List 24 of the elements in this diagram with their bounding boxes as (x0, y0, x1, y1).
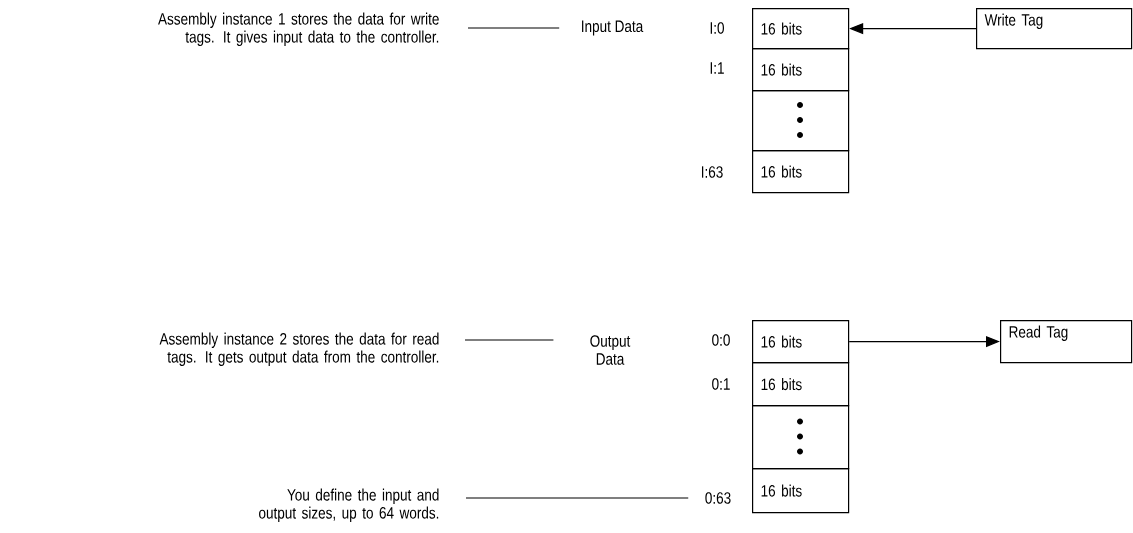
data-cell: 16 bits (752, 150, 850, 194)
ellipsis-cell (752, 405, 850, 470)
data-cell: 16 bits (752, 320, 850, 364)
tag-box: Read Tag (1000, 320, 1133, 364)
data-cell: 16 bits (752, 468, 850, 514)
data-cell: 16 bits (752, 362, 850, 407)
note-text: You define the input and output sizes, up to 64 words. (259, 488, 439, 522)
data-cell: 16 bits (752, 8, 850, 50)
address-label: I:0 (710, 22, 724, 34)
address-label: 0:63 (705, 492, 731, 504)
address-label: I:63 (701, 166, 723, 178)
leader-line (465, 497, 689, 499)
address-label: I:1 (710, 62, 724, 74)
tag-box: Write Tag (976, 8, 1133, 50)
leader-line (467, 27, 560, 29)
data-label: Input Data (582, 20, 644, 36)
leader-line (464, 339, 554, 341)
note-text: Assembly instance 1 stores the data for write tags. It gives input data to the controller. (158, 12, 439, 46)
data-label: Output Data (590, 335, 631, 365)
address-label: 0:0 (712, 334, 730, 346)
note-text: Assembly instance 2 stores the data for read tags. It gets output data from the controller. (159, 332, 439, 366)
data-cell: 16 bits (752, 48, 850, 92)
ellipsis-cell (752, 90, 850, 152)
address-label: 0:1 (712, 378, 730, 390)
